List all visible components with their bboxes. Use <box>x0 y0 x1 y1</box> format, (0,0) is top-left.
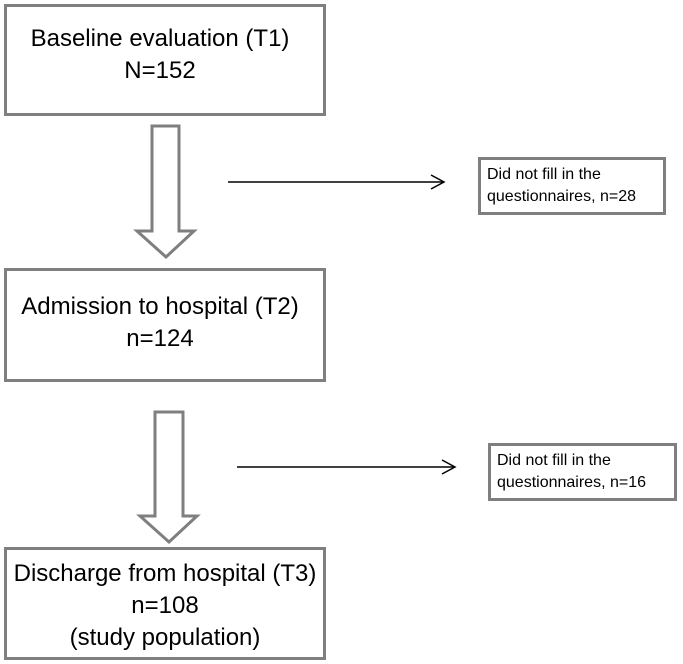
stage-count: n=108 <box>131 592 199 619</box>
exclusion-box-2: Did not fill in the questionnaires, n=16 <box>488 443 677 501</box>
exclusion-text: questionnaires, n=28 <box>487 188 636 205</box>
stage-title: Baseline evaluation (T1) <box>30 25 290 52</box>
connector-arrow-dropout-1 <box>228 174 446 190</box>
stage-title: Admission to hospital (T2) <box>21 293 299 320</box>
stage-title: Discharge from hospital (T3) <box>13 560 317 587</box>
exclusion-box-1: Did not fill in the questionnaires, n=28 <box>478 157 666 215</box>
exclusion-text: Did not fill in the <box>487 166 601 183</box>
stage-count: n=124 <box>126 325 194 352</box>
stage-box-admission: Admission to hospital (T2) n=124 <box>4 268 326 382</box>
exclusion-text: questionnaires, n=16 <box>497 474 646 491</box>
stage-note: (study population) <box>69 624 261 651</box>
exclusion-text: Did not fill in the <box>497 452 611 469</box>
down-arrow-t2-t3 <box>136 410 201 545</box>
stage-count: N=152 <box>124 57 196 84</box>
stage-box-discharge: Discharge from hospital (T3) n=108 (stud… <box>4 547 326 660</box>
stage-box-baseline: Baseline evaluation (T1) N=152 <box>4 4 326 116</box>
connector-arrow-dropout-2 <box>237 459 457 475</box>
down-arrow-t1-t2 <box>133 124 198 260</box>
